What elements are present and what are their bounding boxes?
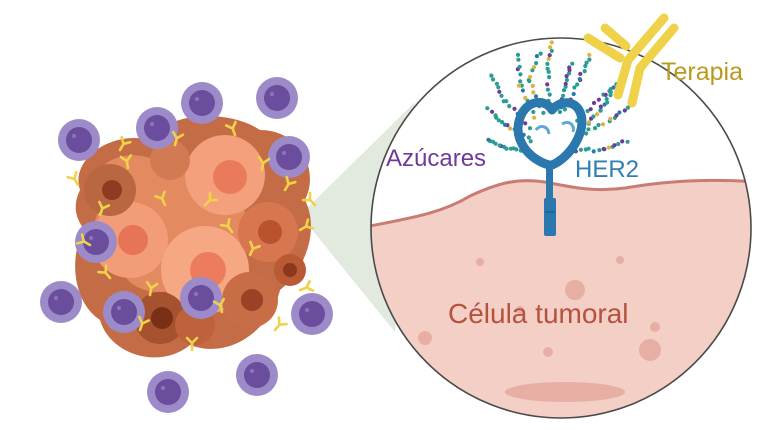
antibody-icon (219, 218, 234, 234)
immune-cell-icon (75, 221, 117, 263)
immune-cell-icon (268, 136, 310, 178)
antibody-icon (66, 170, 80, 187)
antibody-icon (301, 191, 317, 207)
cell-vesicle (476, 258, 484, 266)
antibody-icon (224, 120, 237, 137)
immune-cell-icon (136, 107, 178, 149)
antibody-group (66, 120, 317, 352)
antibody-icon (273, 316, 288, 332)
cell-vesicle (616, 256, 624, 264)
antibody-icon (298, 279, 315, 292)
immune-cell-icon (256, 77, 298, 119)
cell-vesicle (565, 280, 585, 300)
antibody-icon (138, 315, 151, 332)
antibody-icon (212, 297, 226, 314)
antibody-icon (98, 200, 111, 217)
immune-cell-icon (236, 354, 278, 396)
cell-vesicle (543, 347, 553, 357)
antibody-icon (185, 336, 199, 352)
cell-vesicle (639, 339, 661, 361)
antibody-icon (171, 130, 185, 147)
immune-cell-icon (147, 371, 189, 413)
her2-label: HER2 (575, 156, 639, 183)
immune-cell-icon (40, 281, 82, 323)
antibody-icon (154, 190, 167, 207)
tumor-cell-label: Célula tumoral (448, 298, 629, 329)
sugars-label: Azúcares (386, 145, 486, 172)
her2-receptor-icon (513, 98, 587, 236)
antibody-icon (298, 218, 315, 232)
immune-cell-icon (181, 82, 223, 124)
antibody-icon (203, 191, 219, 207)
zoom-circle-outline (370, 37, 752, 419)
immune-cell-icon (291, 293, 333, 335)
cell-vesicle (516, 306, 524, 314)
antibody-icon (119, 154, 133, 170)
therapy-antibody-icon (583, 13, 679, 108)
antibody-icon (248, 240, 261, 257)
antibody-icon (75, 233, 92, 247)
cell-membrane (371, 178, 751, 418)
immune-cell-icon (103, 291, 145, 333)
immune-cell-icon (180, 277, 222, 319)
antibody-icon (118, 135, 132, 152)
immune-cell-group (40, 77, 333, 413)
cell-vesicle (418, 331, 432, 345)
antibody-icon (97, 264, 112, 280)
antibody-icon (283, 175, 297, 192)
antibody-icon (145, 281, 159, 297)
therapy-label: Terapia (661, 58, 743, 86)
cell-vesicle (650, 322, 660, 332)
antibody-icon (257, 156, 271, 172)
cell-vesicle (505, 382, 625, 402)
immune-cell-icon (58, 119, 100, 161)
